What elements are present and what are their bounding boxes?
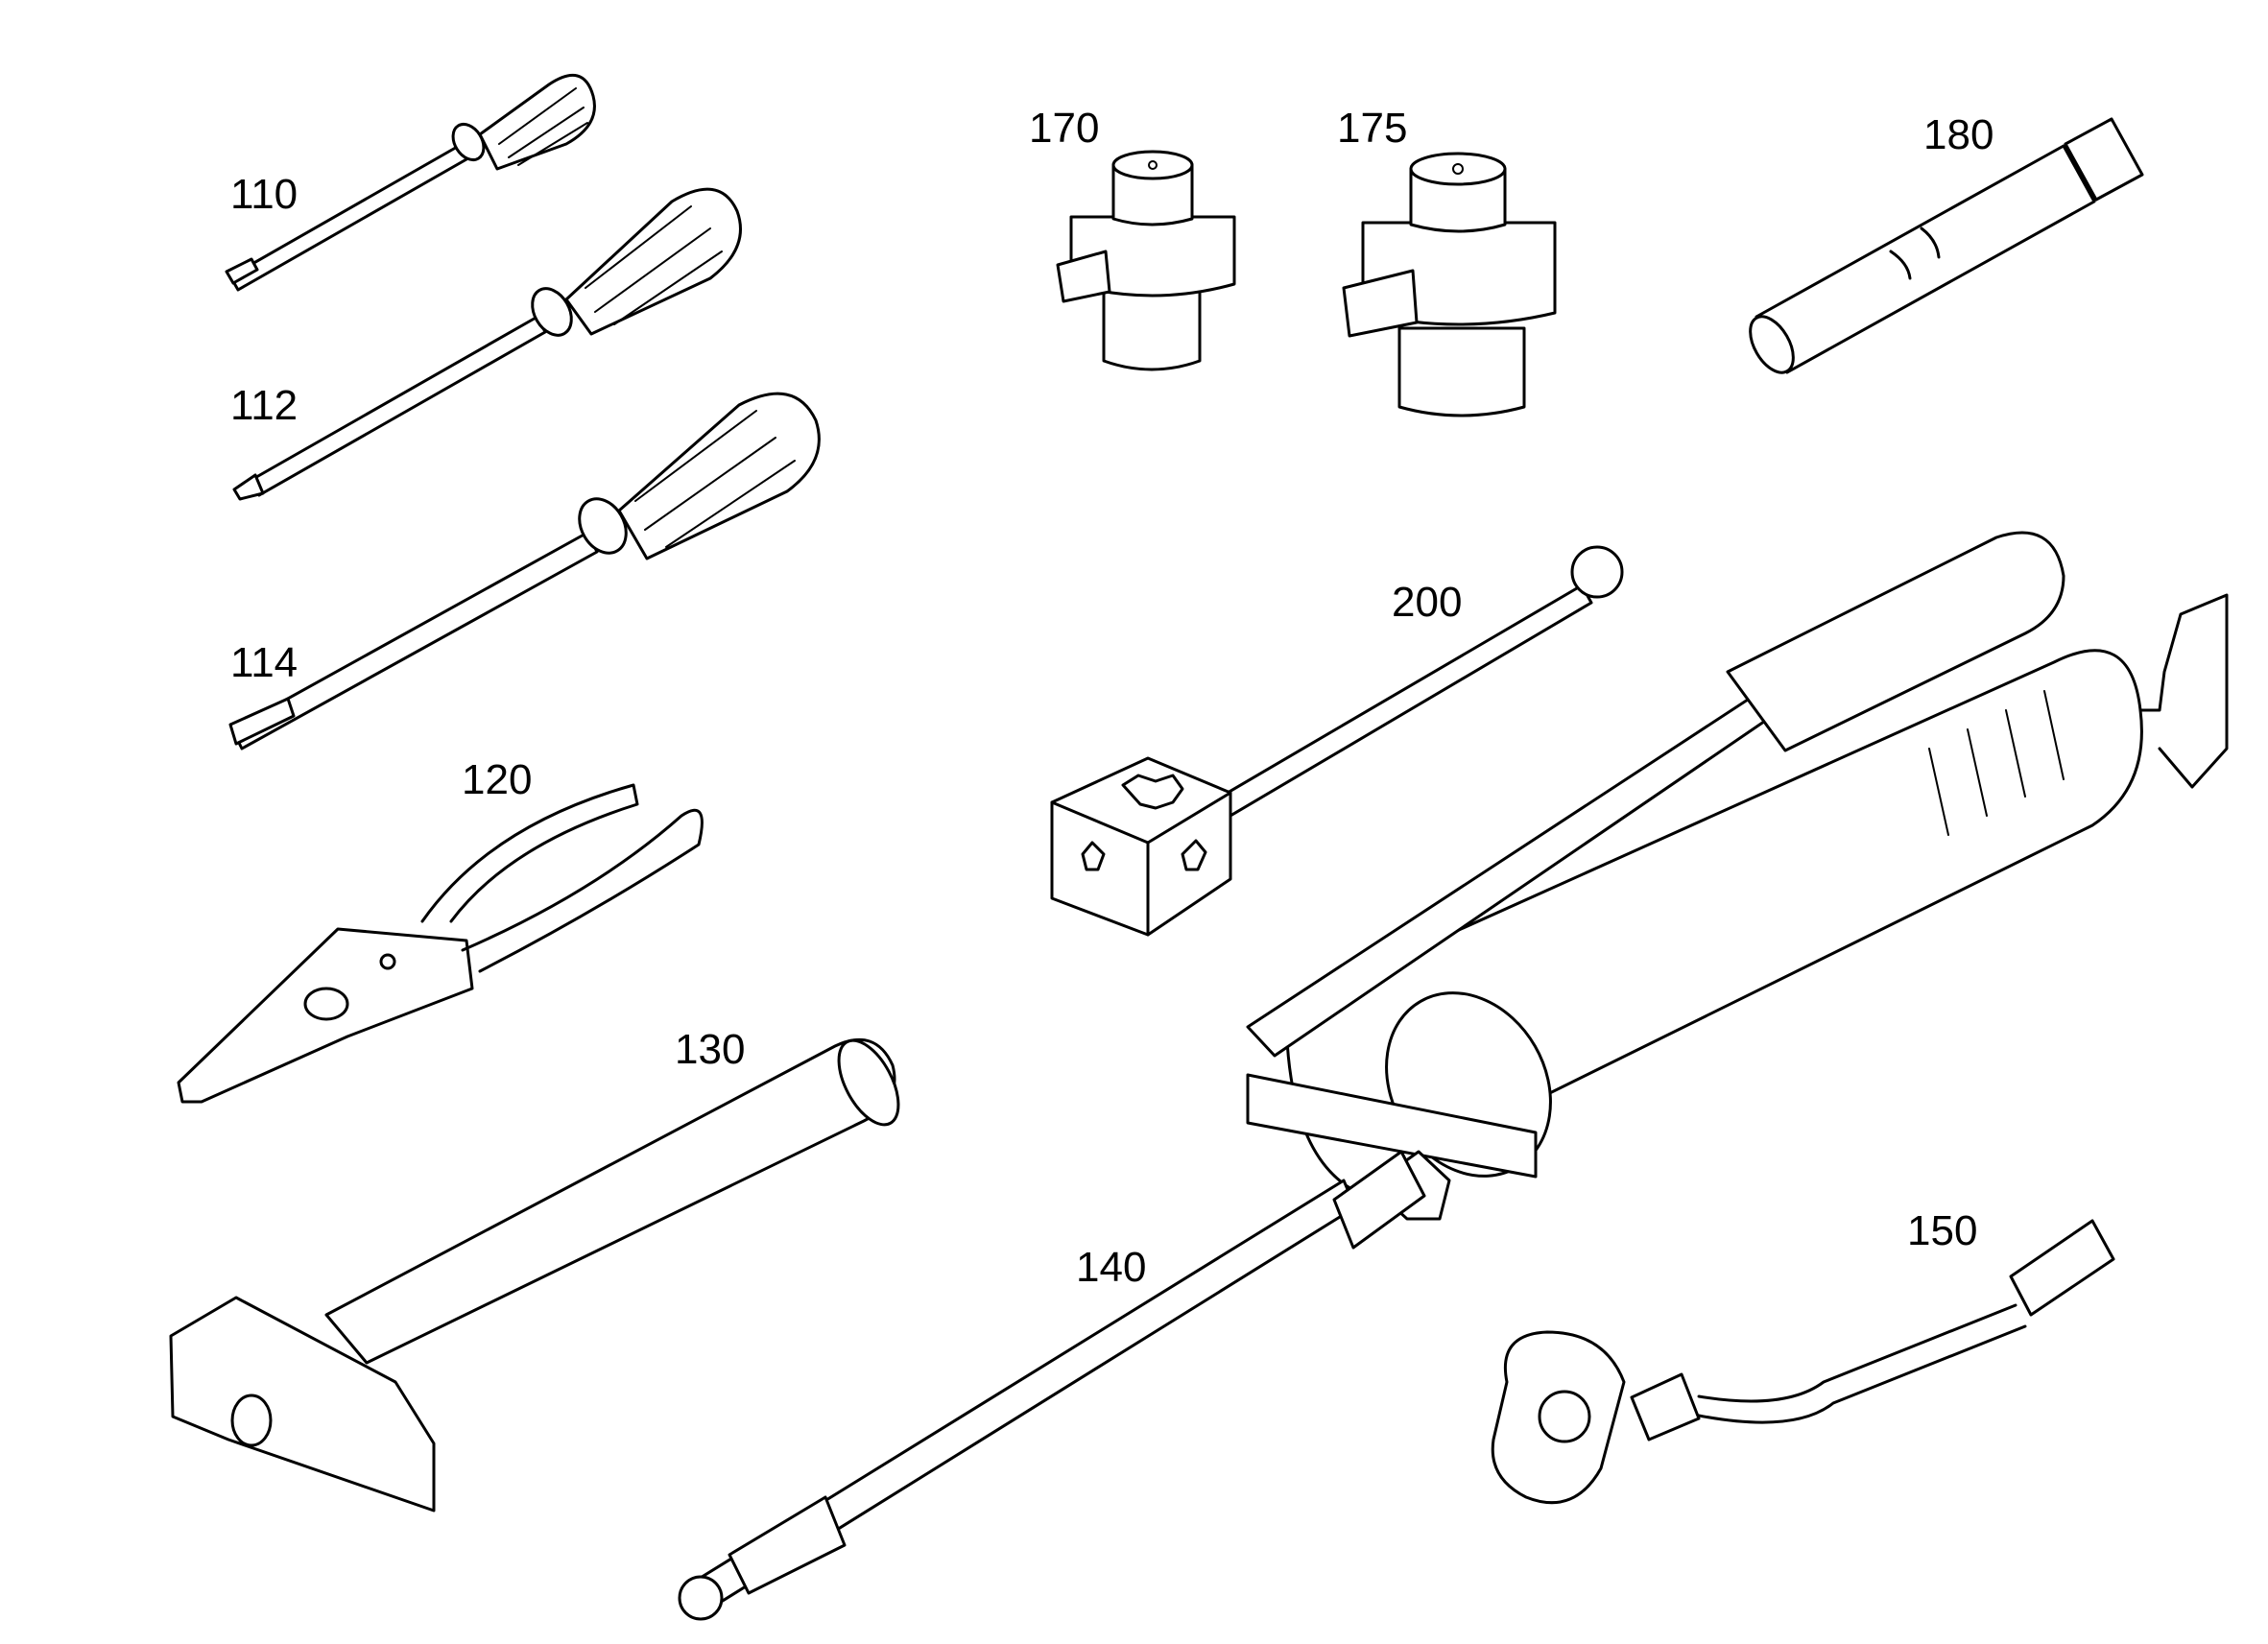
screwdriver-large-114 [228, 392, 821, 751]
grease-gun-140 [678, 531, 2229, 1621]
label-110: 110 [230, 171, 298, 218]
pliers-120 [177, 783, 704, 1104]
label-180: 180 [1923, 111, 1993, 158]
label-112: 112 [230, 382, 298, 429]
label-140: 140 [1076, 1244, 1146, 1291]
screwdriver-phillips-112 [232, 187, 742, 501]
label-114: 114 [230, 639, 298, 686]
label-130: 130 [675, 1026, 745, 1073]
label-120: 120 [462, 756, 532, 803]
screwdriver-small-110 [225, 74, 596, 292]
tube-180 [1749, 117, 2144, 374]
grease-coupler-150 [1491, 1219, 2115, 1505]
label-175: 175 [1337, 105, 1407, 152]
adapter-small-170 [1056, 150, 1236, 371]
label-150: 150 [1907, 1207, 1977, 1254]
label-170: 170 [1029, 105, 1099, 152]
adapter-large-175 [1342, 152, 1557, 417]
label-200: 200 [1392, 579, 1462, 626]
socket-wrench-200 [1050, 545, 1624, 937]
hammer-130 [169, 1037, 900, 1513]
